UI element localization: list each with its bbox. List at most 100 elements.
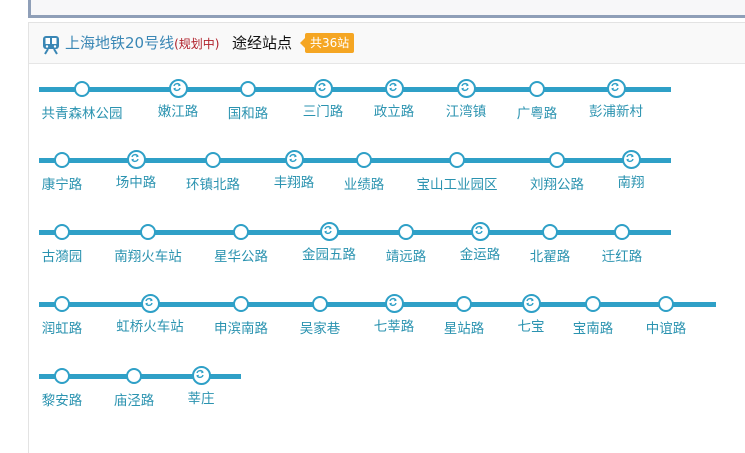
station-item[interactable]: 润虹路 [17, 296, 107, 337]
station-name-link[interactable]: 江湾镇 [445, 104, 487, 120]
station-item[interactable]: 国和路 [203, 81, 293, 122]
station-name-link[interactable]: 广粤路 [516, 106, 558, 122]
transfer-station-icon [606, 79, 626, 98]
panel-header: 上海地铁20号线(规划中) 途经站点 共36站 [29, 23, 745, 64]
station-item[interactable]: 广粤路 [492, 81, 582, 122]
station-item[interactable]: 业绩路 [319, 152, 409, 193]
station-item[interactable]: 江湾镇 [421, 79, 511, 120]
station-name-link[interactable]: 七宝 [517, 319, 545, 335]
station-name-link[interactable]: 庙泾路 [113, 393, 155, 409]
transfer-station-icon [621, 150, 641, 169]
train-icon [43, 36, 59, 55]
station-name-link[interactable]: 丰翔路 [273, 175, 315, 191]
transfer-station-icon [319, 222, 339, 241]
station-name-link[interactable]: 星站路 [443, 321, 485, 337]
station-item[interactable]: 黎安路 [17, 368, 107, 409]
station-dot-icon [233, 296, 249, 312]
station-name-link[interactable]: 星华公路 [214, 249, 268, 265]
station-name-link[interactable]: 中谊路 [645, 321, 687, 337]
transfer-station-icon [456, 79, 476, 98]
station-dot-icon [140, 224, 156, 240]
station-name-link[interactable]: 七莘路 [373, 319, 415, 335]
station-name-link[interactable]: 润虹路 [41, 321, 83, 337]
transfer-station-icon [384, 79, 404, 98]
station-item[interactable]: 南翔火车站 [103, 224, 193, 265]
station-name-link[interactable]: 环镇北路 [186, 177, 240, 193]
station-item[interactable]: 古漪园 [17, 224, 107, 265]
station-item[interactable]: 南翔 [586, 150, 676, 191]
station-name-link[interactable]: 南翔火车站 [114, 249, 182, 265]
station-item[interactable]: 康宁路 [17, 152, 107, 193]
station-item[interactable]: 星站路 [419, 296, 509, 337]
station-dot-icon [549, 152, 565, 168]
line-name[interactable]: 上海地铁20号线 [65, 34, 175, 52]
station-name-link[interactable]: 宝山工业园区 [416, 177, 498, 193]
station-name-link[interactable]: 申滨南路 [214, 321, 268, 337]
station-item[interactable]: 环镇北路 [168, 152, 258, 193]
station-name-link[interactable]: 南翔 [617, 175, 645, 191]
station-name-link[interactable]: 刘翔公路 [530, 177, 584, 193]
station-row: 古漪园 南翔火车站 星华公路 金园五路 靖远路 金运路 北翟路 迁红路 [29, 222, 745, 284]
station-item[interactable]: 三门路 [278, 79, 368, 120]
station-name-link[interactable]: 金运路 [459, 247, 501, 263]
station-item[interactable]: 宝山工业园区 [412, 152, 502, 193]
station-dot-icon [54, 224, 70, 240]
station-name-link[interactable]: 迁红路 [601, 249, 643, 265]
station-name-link[interactable]: 莘庄 [187, 391, 215, 407]
section-subtitle: 途经站点 [232, 34, 293, 52]
station-item[interactable]: 星华公路 [196, 224, 286, 265]
station-name-link[interactable]: 共青森林公园 [41, 106, 123, 122]
station-item[interactable]: 七宝 [486, 294, 576, 335]
station-item[interactable]: 莘庄 [156, 366, 246, 407]
station-name-link[interactable]: 宝南路 [572, 321, 614, 337]
station-item[interactable]: 金园五路 [284, 222, 374, 263]
station-item[interactable]: 嫩江路 [133, 79, 223, 120]
station-name-link[interactable]: 金园五路 [302, 247, 356, 263]
station-name-link[interactable]: 北翟路 [529, 249, 571, 265]
station-name-link[interactable]: 场中路 [115, 175, 157, 191]
station-name-link[interactable]: 古漪园 [41, 249, 83, 265]
station-dot-icon [205, 152, 221, 168]
station-name-link[interactable]: 政立路 [373, 104, 415, 120]
station-item[interactable]: 虹桥火车站 [105, 294, 195, 335]
station-dot-icon [126, 368, 142, 384]
station-item[interactable]: 丰翔路 [249, 150, 339, 191]
station-item[interactable]: 场中路 [91, 150, 181, 191]
station-name-link[interactable]: 业绩路 [343, 177, 385, 193]
station-item[interactable]: 共青森林公园 [37, 81, 127, 122]
station-name-link[interactable]: 三门路 [302, 104, 344, 120]
station-name-link[interactable]: 彭浦新村 [589, 104, 643, 120]
station-item[interactable]: 庙泾路 [89, 368, 179, 409]
station-item[interactable]: 靖远路 [361, 224, 451, 265]
station-item[interactable]: 刘翔公路 [512, 152, 602, 193]
station-item[interactable]: 宝南路 [548, 296, 638, 337]
station-row: 润虹路 虹桥火车站 申滨南路 吴家巷 七莘路 星站路 七宝 宝南路 中谊路 [29, 294, 745, 356]
transfer-station-icon [284, 150, 304, 169]
station-item[interactable]: 申滨南路 [196, 296, 286, 337]
transfer-station-icon [470, 222, 490, 241]
station-row: 黎安路 庙泾路 莘庄 [29, 366, 745, 428]
station-name-link[interactable]: 虹桥火车站 [116, 319, 184, 335]
station-item[interactable]: 迁红路 [577, 224, 667, 265]
station-item[interactable]: 中谊路 [621, 296, 711, 337]
station-item[interactable]: 政立路 [349, 79, 439, 120]
line-title[interactable]: 上海地铁20号线(规划中) [65, 32, 219, 53]
transfer-station-icon [191, 366, 211, 385]
station-item[interactable]: 彭浦新村 [571, 79, 661, 120]
station-dot-icon [54, 368, 70, 384]
station-name-link[interactable]: 黎安路 [41, 393, 83, 409]
station-item[interactable]: 吴家巷 [275, 296, 365, 337]
station-name-link[interactable]: 靖远路 [385, 249, 427, 265]
station-item[interactable]: 北翟路 [505, 224, 595, 265]
station-name-link[interactable]: 吴家巷 [299, 321, 341, 337]
station-item[interactable]: 金运路 [435, 222, 525, 263]
transfer-station-icon [126, 150, 146, 169]
station-item[interactable]: 七莘路 [349, 294, 439, 335]
station-row: 康宁路 场中路 环镇北路 丰翔路 业绩路 宝山工业园区 刘翔公路 南翔 [29, 150, 745, 212]
station-dot-icon [74, 81, 90, 97]
station-name-link[interactable]: 康宁路 [41, 177, 83, 193]
station-dot-icon [54, 296, 70, 312]
transfer-station-icon [140, 294, 160, 313]
station-name-link[interactable]: 嫩江路 [157, 104, 199, 120]
station-name-link[interactable]: 国和路 [227, 106, 269, 122]
